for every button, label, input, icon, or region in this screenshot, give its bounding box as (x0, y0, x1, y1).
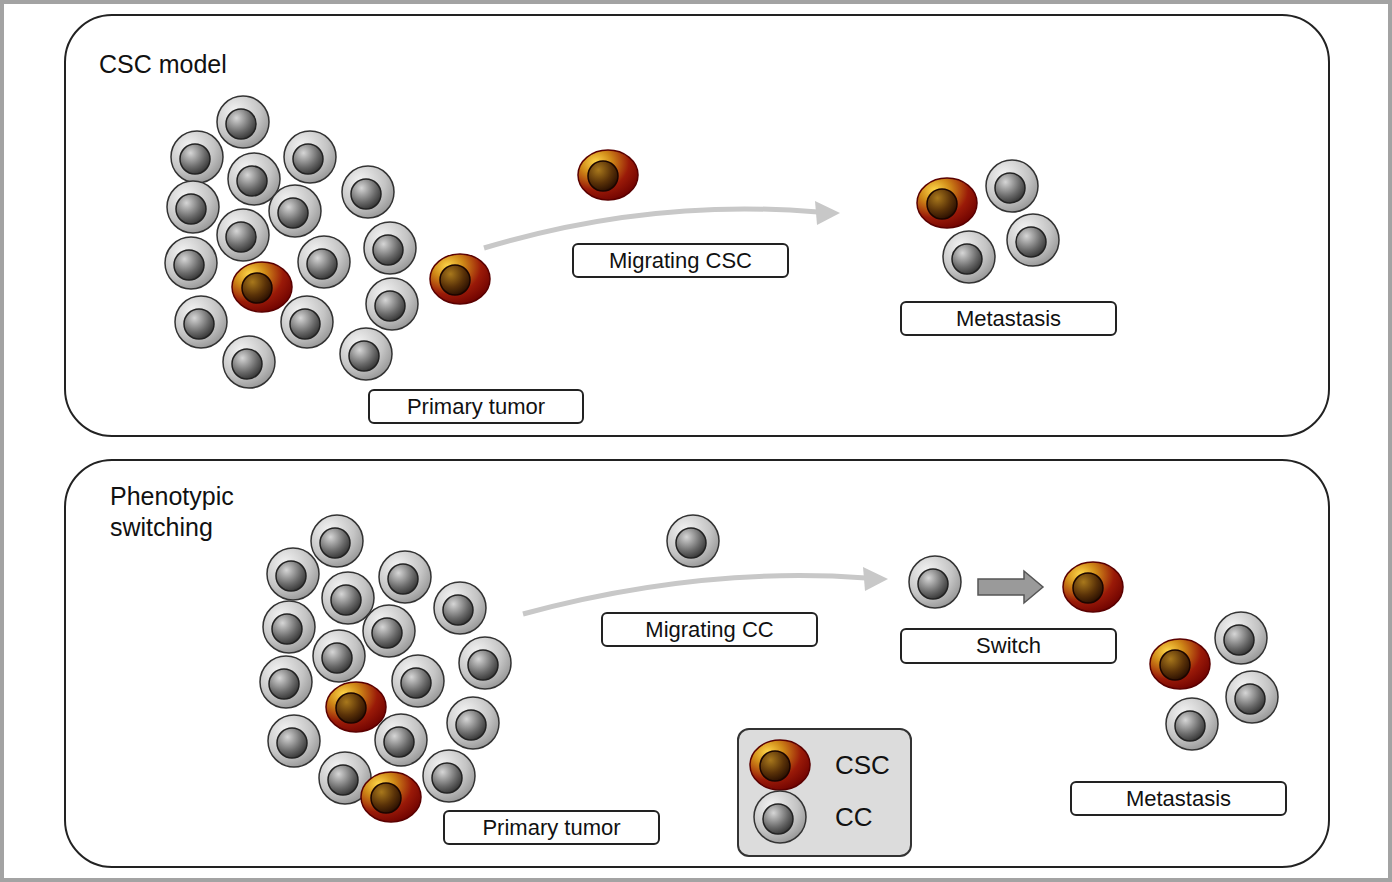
legend-row: CSC (747, 740, 890, 790)
panel-heading: Phenotypic switching (110, 481, 250, 543)
label-box: Migrating CC (601, 612, 818, 647)
label-text: Primary tumor (482, 815, 620, 841)
model-panel: CSC modelPrimary tumor Migrating CSC Metas… (64, 14, 1330, 437)
legend-row: CC (747, 792, 873, 842)
legend-text: CC (835, 802, 873, 833)
label-text: Migrating CC (645, 617, 773, 643)
label-text: Primary tumor (407, 394, 545, 420)
label-box: Switch (900, 628, 1117, 664)
label-text: Migrating CSC (609, 248, 752, 274)
label-box: Metastasis (900, 301, 1117, 336)
panel-heading: CSC model (99, 49, 359, 80)
legend-swatch (747, 738, 813, 792)
label-box: Migrating CSC (572, 243, 789, 278)
label-text: Metastasis (1126, 786, 1231, 812)
legend-box: CSC CC (737, 728, 912, 857)
label-box: Primary tumor (443, 810, 660, 845)
label-box: Primary tumor (368, 389, 584, 424)
label-box: Metastasis (1070, 781, 1287, 816)
legend-swatch (747, 790, 813, 844)
label-text: Switch (976, 633, 1041, 659)
model-panel: Phenotypic switchingMigrating CC SwitchPr… (64, 459, 1330, 868)
legend-text: CSC (835, 750, 890, 781)
label-text: Metastasis (956, 306, 1061, 332)
